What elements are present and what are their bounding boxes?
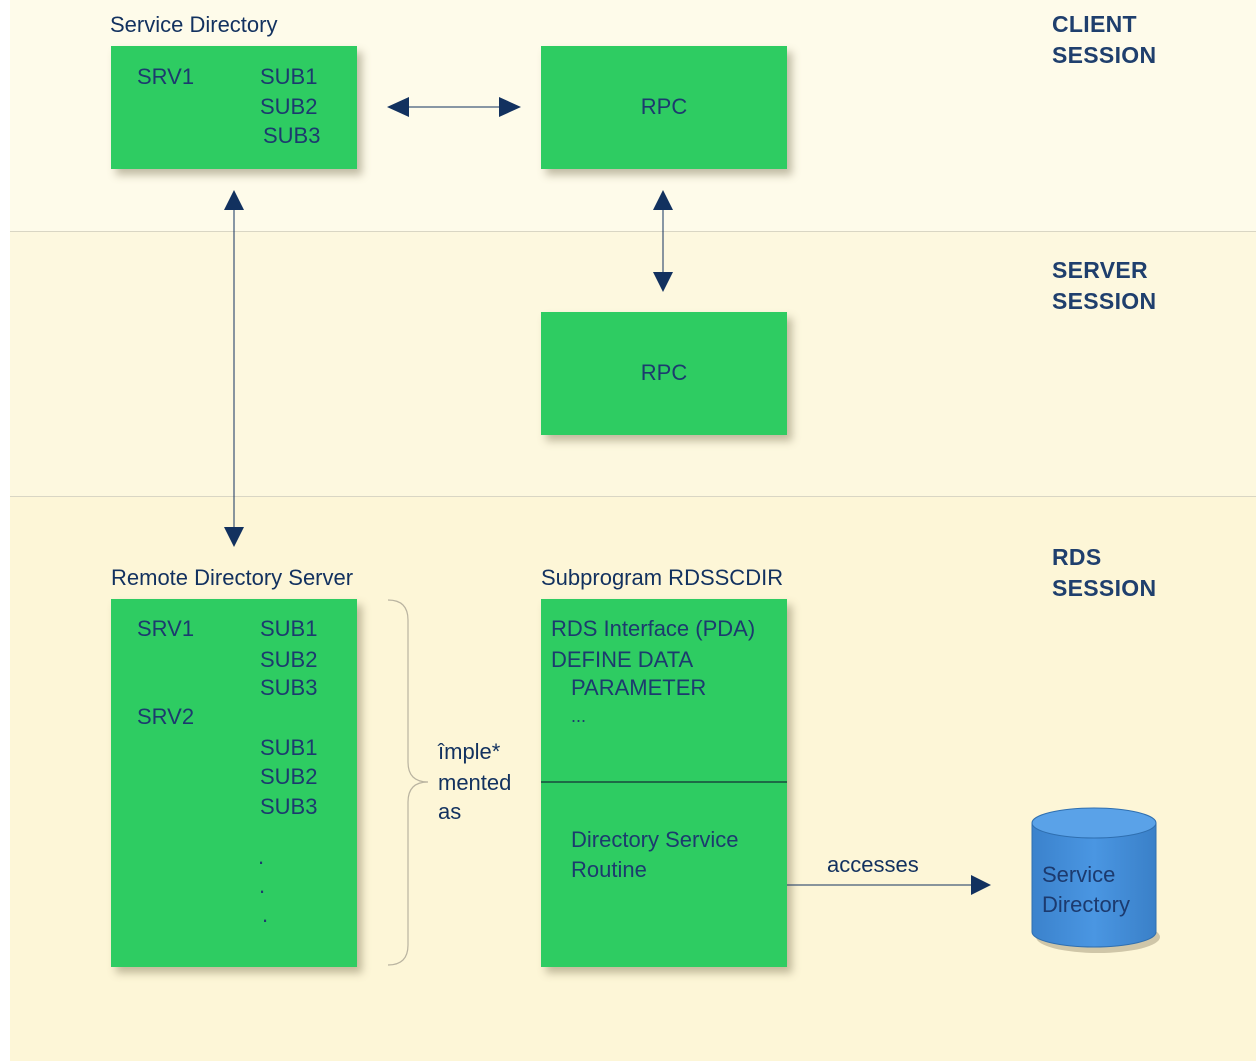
client-service-directory-box: SRV1 SUB1 SUB2 SUB3 [111, 46, 357, 169]
rds-srv2-label: SRV2 [137, 704, 195, 729]
implemented-as-line-1: împle* [438, 739, 501, 764]
server-rds-divider [10, 496, 1256, 497]
arrowhead-right [499, 97, 521, 117]
client-sub1-label: SUB1 [260, 64, 318, 89]
subprogram-box: RDS Interface (PDA) DEFINE DATA PARAMETE… [541, 599, 787, 967]
service-directory-database-icon [1031, 807, 1160, 953]
arrowhead-up [653, 190, 673, 210]
interface-line-3: PARAMETER [571, 675, 707, 700]
routine-line-1: Directory Service [571, 827, 739, 852]
interface-line-1: RDS Interface (PDA) [551, 616, 756, 641]
client-dir-rpc-connector [387, 97, 521, 117]
accesses-label: accesses [827, 852, 919, 877]
remote-directory-server-caption: Remote Directory Server [111, 565, 354, 590]
accesses-arrow [787, 875, 991, 895]
rds-ellipsis-dot-1: . [258, 844, 265, 869]
implemented-as-line-2: mented [438, 770, 512, 795]
rds-srv2-sub1: SUB1 [260, 735, 318, 760]
rds-ellipsis-dot-3: . [262, 902, 269, 927]
database-line-1: Service [1042, 862, 1116, 887]
client-server-rpc-connector [653, 190, 673, 292]
server-rpc-box: RPC [541, 312, 787, 435]
rds-ellipsis-dot-2: . [259, 873, 266, 898]
arrowhead-left [387, 97, 409, 117]
subprogram-caption: Subprogram RDSSCDIR [541, 565, 784, 590]
rds-srv1-sub3: SUB3 [260, 675, 318, 700]
database-line-2: Directory [1042, 892, 1131, 917]
client-sub2-label: SUB2 [260, 94, 318, 119]
rds-srv2-sub3: SUB3 [260, 794, 318, 819]
interface-line-2: DEFINE DATA [551, 647, 694, 672]
interface-line-4: ... [571, 706, 587, 726]
dir-remote-server-connector [224, 190, 244, 547]
arrowhead-up [224, 190, 244, 210]
client-service-directory-caption: Service Directory [110, 12, 278, 37]
curly-brace [387, 599, 429, 966]
server-rpc-label: RPC [640, 360, 688, 385]
implemented-as-line-3: as [438, 799, 462, 824]
arrowhead-right [971, 875, 991, 895]
client-rpc-box: RPC [541, 46, 787, 169]
client-rpc-label: RPC [640, 94, 688, 119]
remote-directory-server-box: SRV1 SUB1 SUB2 SUB3 SRV2 SUB1 SUB2 SUB3 … [111, 599, 357, 967]
client-sub3-label: SUB3 [263, 123, 321, 148]
rds-srv1-label: SRV1 [137, 616, 195, 641]
rds-srv1-sub2: SUB2 [260, 647, 318, 672]
arrowhead-down [224, 527, 244, 547]
client-server-divider [10, 231, 1256, 232]
routine-line-2: Routine [571, 857, 647, 882]
rds-srv2-sub2: SUB2 [260, 764, 318, 789]
rds-srv1-sub1: SUB1 [260, 616, 318, 641]
client-srv1-label: SRV1 [137, 64, 195, 89]
subprogram-divider [541, 781, 787, 783]
arrowhead-down [653, 272, 673, 292]
